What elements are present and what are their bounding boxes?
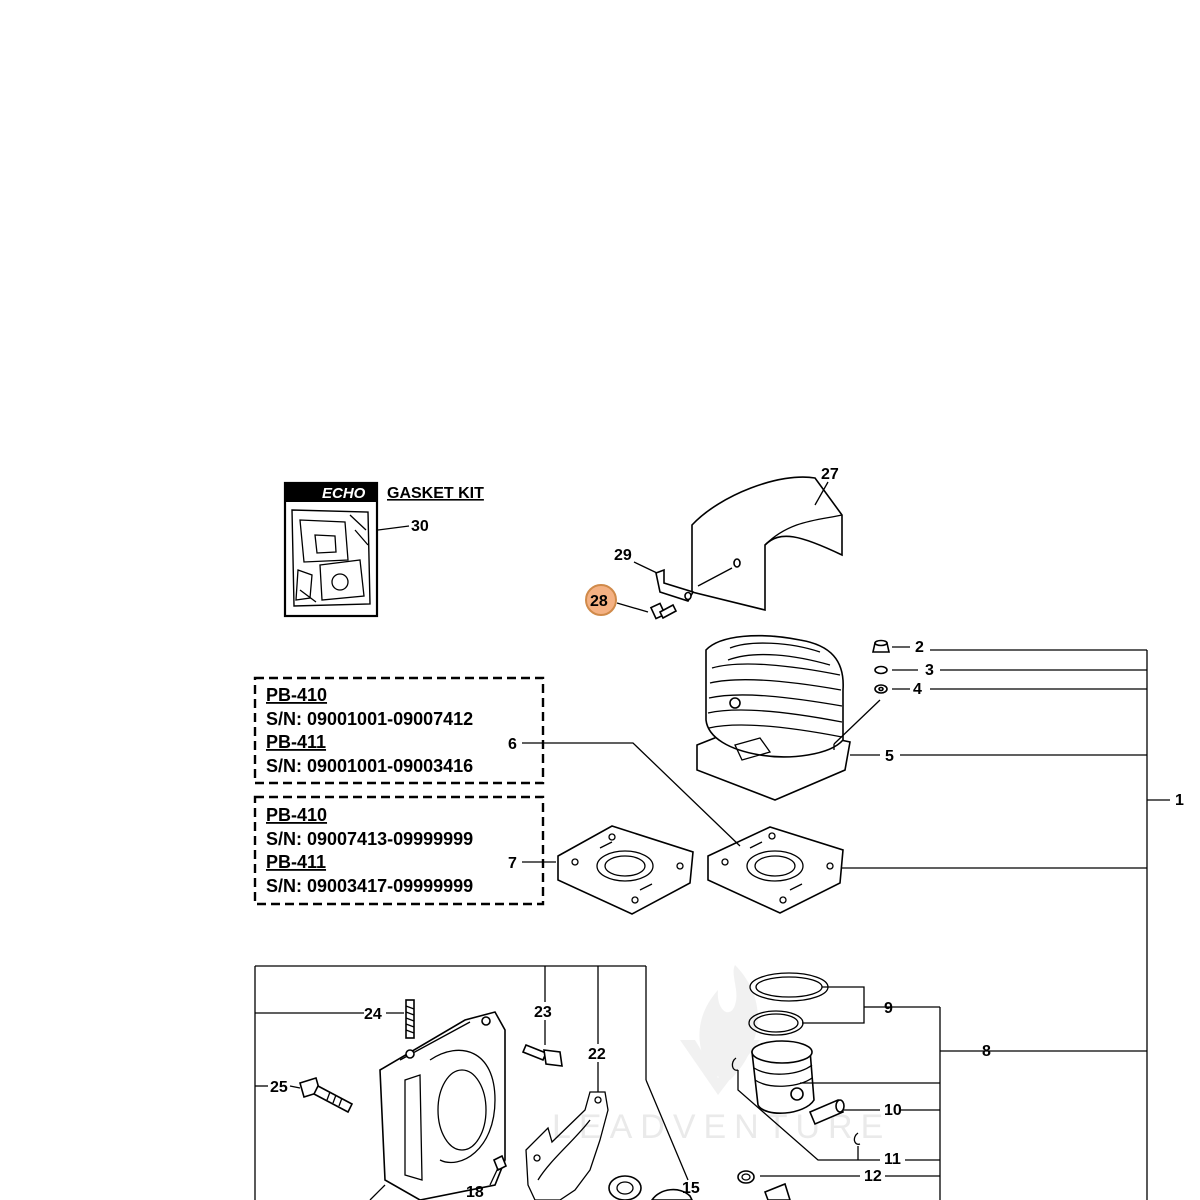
- crankcase-bracket: [254, 965, 689, 1200]
- part-needle-bearing[interactable]: [737, 1170, 791, 1200]
- echo-logo-bar: [285, 483, 377, 502]
- callout-28[interactable]: 28: [590, 593, 608, 610]
- part-cylinder-gasket-a[interactable]: [557, 825, 694, 915]
- serial-box-2-serial-b: S/N: 09003417-09999999: [266, 876, 473, 896]
- callout-6[interactable]: 6: [508, 736, 517, 753]
- callout-2[interactable]: 2: [915, 639, 924, 656]
- part-piston-pin[interactable]: [808, 1098, 845, 1126]
- part-crankcase[interactable]: [379, 1011, 506, 1200]
- part-cylinder[interactable]: [696, 634, 851, 801]
- gasket-kit-title: GASKET KIT: [387, 485, 484, 502]
- callout-10[interactable]: 10: [884, 1102, 902, 1119]
- part-plug-bolt[interactable]: [521, 1043, 563, 1067]
- part-circlip-right[interactable]: [853, 1132, 861, 1145]
- callout-4[interactable]: 4: [913, 681, 922, 698]
- part-bracket[interactable]: [655, 568, 695, 602]
- callout-8[interactable]: 8: [982, 1043, 991, 1060]
- callout-22[interactable]: 22: [588, 1046, 606, 1063]
- part-stud[interactable]: [405, 999, 415, 1039]
- callout-27[interactable]: 27: [821, 466, 839, 483]
- callout-24[interactable]: 24: [364, 1006, 382, 1023]
- part-cylinder-gasket-b[interactable]: [707, 826, 844, 914]
- part-bearing[interactable]: [651, 1188, 693, 1200]
- part-spring-washer[interactable]: [874, 665, 888, 675]
- part-oil-seal[interactable]: [608, 1175, 642, 1200]
- callout-11[interactable]: 11: [884, 1151, 901, 1168]
- callout-7[interactable]: 7: [508, 855, 517, 872]
- part-bolt-28[interactable]: [649, 602, 678, 620]
- serial-box-2-model-b: PB-411: [266, 852, 326, 872]
- gasket-sheet-icon: [291, 509, 371, 607]
- part-dowel-pin[interactable]: [492, 1154, 508, 1172]
- serial-box-1-serial-b: S/N: 09001001-09003416: [266, 756, 473, 776]
- callout-1-bracket: [842, 649, 1170, 1200]
- part-crank-bolt[interactable]: [299, 1076, 354, 1114]
- callout-1[interactable]: 1: [1175, 792, 1184, 809]
- callout-3[interactable]: 3: [925, 662, 934, 679]
- callout-25[interactable]: 25: [270, 1079, 288, 1096]
- part-cylinder-shroud[interactable]: [691, 476, 843, 612]
- part-crankcase-gasket[interactable]: [525, 1091, 609, 1200]
- callout-28-highlight[interactable]: [585, 584, 617, 616]
- serial-box-1-model-a: PB-410: [266, 685, 327, 705]
- serial-box-1-model-b: PB-411: [266, 732, 326, 752]
- part-piston-ring-top[interactable]: [749, 972, 829, 1002]
- gasket-kit-panel: ECHO GASKET KIT 30: [283, 481, 484, 618]
- callout-15[interactable]: 15: [682, 1180, 700, 1197]
- echo-logo-text: ECHO: [322, 485, 366, 502]
- callout-12[interactable]: 12: [864, 1168, 882, 1185]
- serial-box-2: PB-410 S/N: 09007413-09999999 PB-411 S/N…: [253, 795, 545, 906]
- callout-23[interactable]: 23: [534, 1004, 552, 1021]
- serial-box-1: PB-410 S/N: 09001001-09007412 PB-411 S/N…: [253, 676, 545, 785]
- part-flat-washer[interactable]: [874, 684, 888, 694]
- serial-box-2-serial-a: S/N: 09007413-09999999: [266, 829, 473, 849]
- callout-29[interactable]: 29: [614, 547, 632, 564]
- serial-box-1-serial-a: S/N: 09001001-09007412: [266, 709, 473, 729]
- callout-5[interactable]: 5: [885, 748, 894, 765]
- callout-30[interactable]: 30: [411, 518, 429, 535]
- part-circlip-left[interactable]: [731, 1057, 739, 1071]
- serial-box-2-model-a: PB-410: [266, 805, 327, 825]
- part-nut[interactable]: [872, 639, 890, 653]
- callout-9[interactable]: 9: [884, 1000, 893, 1017]
- callout-8-bracket: [800, 1006, 941, 1200]
- callout-18[interactable]: 18: [466, 1184, 484, 1200]
- part-piston[interactable]: [751, 1040, 815, 1115]
